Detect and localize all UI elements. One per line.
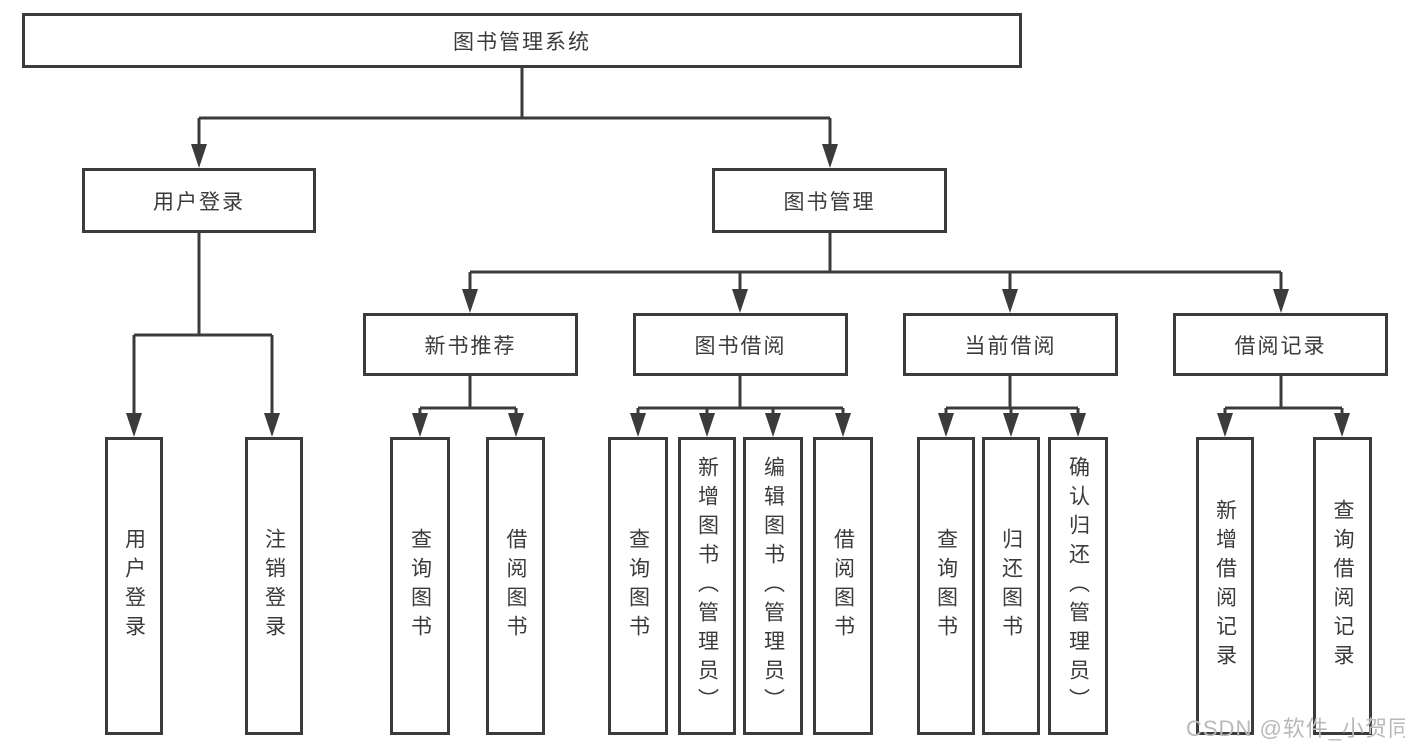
leaf-add-borrow-record: 新增借阅记录: [1196, 437, 1254, 735]
leaf-query-books-current: 查询图书: [917, 437, 975, 735]
node-label: 图书借阅: [694, 334, 787, 358]
node-label: 借阅记录: [1234, 334, 1327, 358]
leaf-query-borrow-record: 查询借阅记录: [1313, 437, 1372, 735]
node-book-management: 图书管理: [712, 168, 947, 233]
node-label: 图书管理: [783, 190, 876, 214]
leaf-label: 查询图书: [934, 528, 958, 644]
leaf-label: 用户登录: [122, 528, 146, 644]
leaf-label: 编辑图书（管理员）: [761, 455, 785, 717]
leaf-add-book-admin: 新增图书（管理员）: [678, 437, 736, 735]
leaf-label: 查询图书: [408, 528, 432, 644]
arrowheads: [126, 144, 1350, 437]
leaf-label: 查询图书: [626, 528, 650, 644]
leaf-label: 借阅图书: [504, 528, 527, 644]
leaf-return-book: 归还图书: [982, 437, 1040, 735]
section-current-borrow: 当前借阅: [903, 313, 1118, 376]
section-book-borrow: 图书借阅: [633, 313, 848, 376]
leaf-query-books-recommend: 查询图书: [390, 437, 450, 735]
leaf-query-books-borrow: 查询图书: [608, 437, 668, 735]
leaf-label: 新增借阅记录: [1213, 499, 1237, 673]
leaf-edit-book-admin: 编辑图书（管理员）: [743, 437, 803, 735]
node-user-login: 用户登录: [82, 168, 316, 233]
leaf-logout: 注销登录: [245, 437, 303, 735]
leaf-label: 注销登录: [262, 528, 286, 644]
leaf-label: 查询借阅记录: [1331, 499, 1354, 673]
leaf-label: 确认归还（管理员）: [1066, 455, 1090, 717]
section-new-book-recommend: 新书推荐: [363, 313, 578, 376]
leaf-user-login: 用户登录: [105, 437, 163, 735]
node-label: 当前借阅: [964, 334, 1057, 358]
leaf-label: 归还图书: [999, 528, 1023, 644]
node-root-system: 图书管理系统: [22, 13, 1022, 68]
section-borrow-records: 借阅记录: [1173, 313, 1388, 376]
leaf-confirm-return-admin: 确认归还（管理员）: [1048, 437, 1108, 735]
csdn-watermark: CSDN @软件_小贺同学: [1186, 716, 1405, 741]
leaf-label: 借阅图书: [831, 528, 855, 644]
node-label: 新书推荐: [424, 334, 517, 358]
node-label: 图书管理系统: [453, 30, 591, 54]
leaf-label: 新增图书（管理员）: [695, 455, 719, 717]
leaf-borrow-books-recommend: 借阅图书: [486, 437, 545, 735]
leaf-borrow-books-borrow: 借阅图书: [813, 437, 873, 735]
node-label: 用户登录: [153, 190, 245, 214]
